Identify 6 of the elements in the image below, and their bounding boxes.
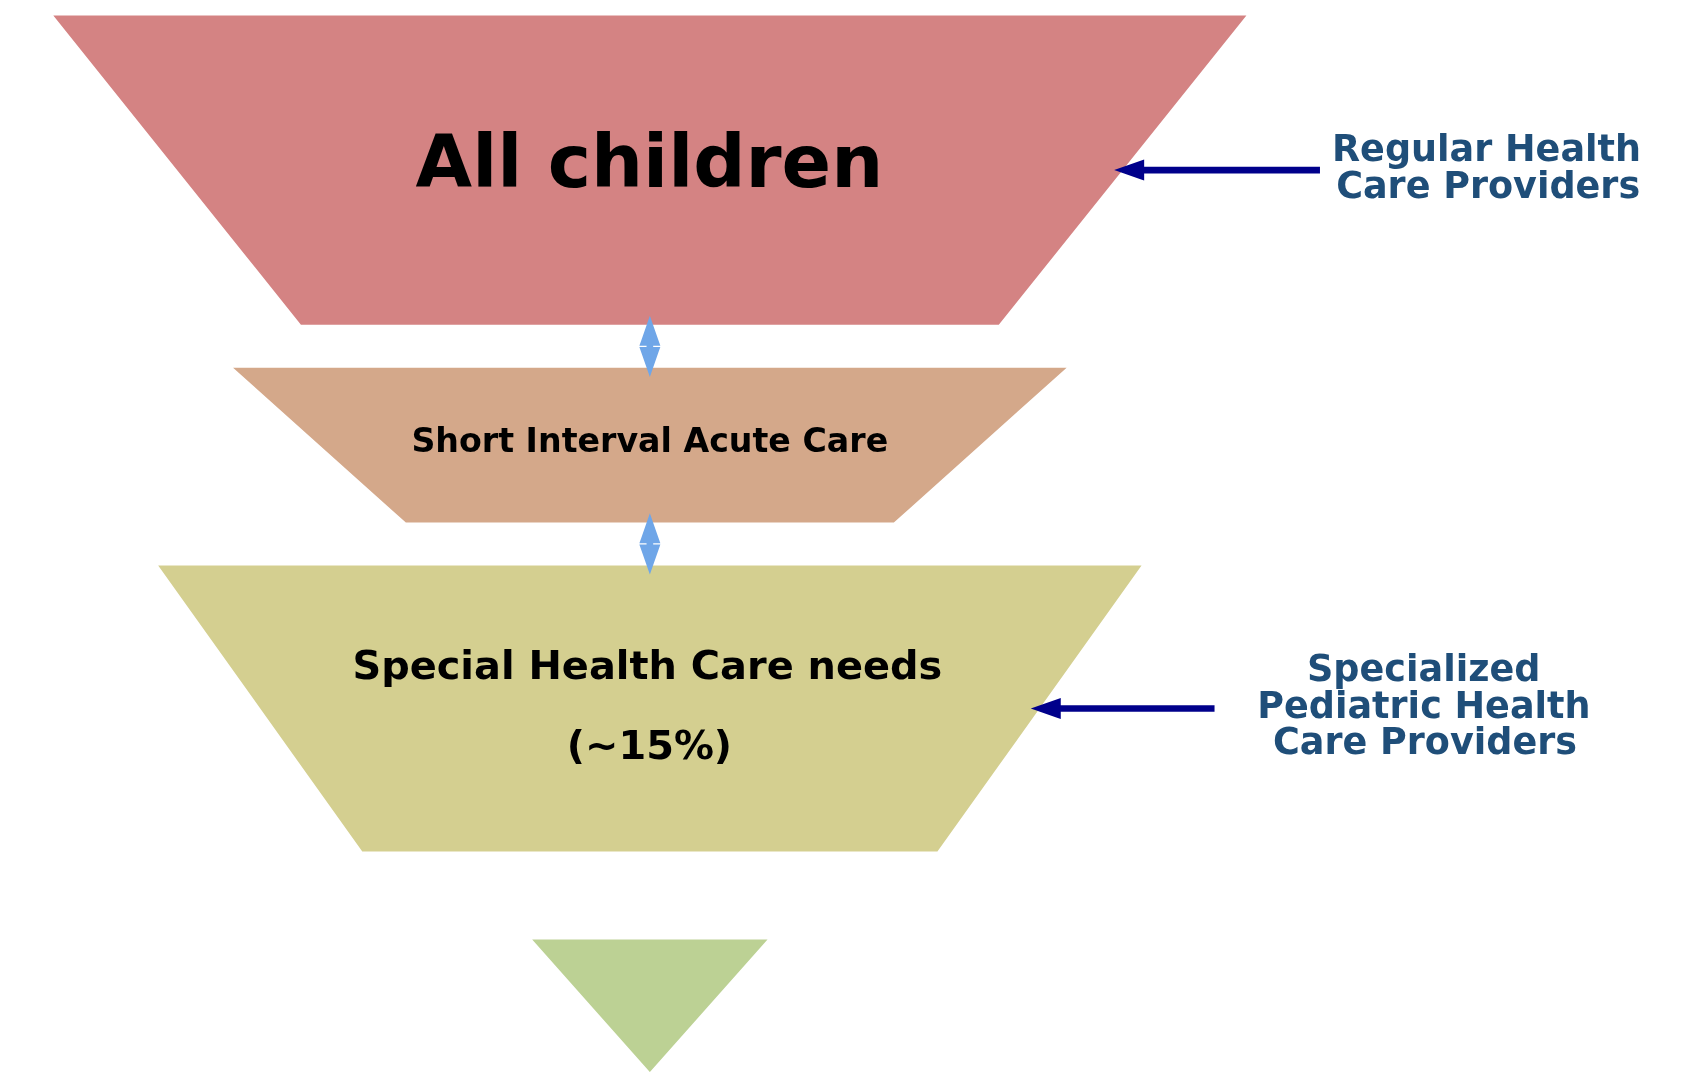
arrow	[639, 315, 661, 377]
arrow	[1114, 159, 1320, 181]
arrow	[639, 513, 661, 575]
node-text: Specialized Pediatric Health Care Providers	[1257, 647, 1591, 764]
arrow	[1030, 698, 1215, 719]
node-text: Regular Health Care Providers	[1331, 127, 1642, 207]
